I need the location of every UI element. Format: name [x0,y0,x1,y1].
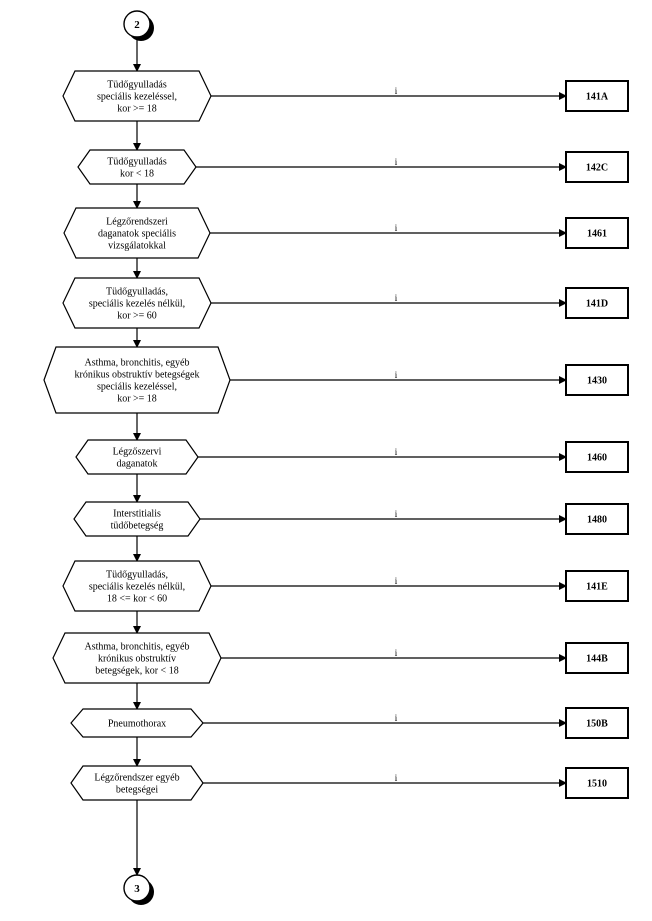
outcome-code: 141D [586,299,608,310]
outcome-1460: 1460 [565,441,629,473]
yes-branch-label: i [395,293,398,303]
decision-text-line: krónikus obstruktív [98,654,176,665]
decision-text-line: Asthma, bronchitis, egyéb [85,358,190,369]
yes-branch-label: i [395,509,398,519]
yes-branch-label: i [395,223,398,233]
decision-text-line: vizsgálatokkal [108,241,166,252]
decision-10: Pneumothorax i 150B [70,707,629,739]
decision-text-line: Tüdőgyulladás [107,80,167,91]
yes-branch-label: i [395,447,398,457]
outcome-141E: 141E [565,570,629,602]
decision-text-line: kor >= 18 [117,104,157,115]
outcome-150B: 150B [565,707,629,739]
decision-text-line: speciális kezelés nélkül, [89,299,185,310]
outcome-code: 150B [586,719,608,730]
outcome-box [565,707,629,739]
outcome-box [565,364,629,396]
decision-text-line: kor >= 60 [117,311,157,322]
outcome-box [565,287,629,319]
outcome-box [565,642,629,674]
decision-text-line: speciális kezelés nélkül, [89,582,185,593]
outcome-141A: 141A [565,80,629,112]
outcome-1480: 1480 [565,503,629,535]
decision-text-line: Tüdőgyulladás [107,157,167,168]
decision-text-line: daganatok speciális [98,229,176,240]
yes-branch-label: i [395,773,398,783]
decision-text-line: betegségei [116,785,158,796]
yes-branch-label: i [395,370,398,380]
outcome-code: 142C [586,163,608,174]
decision-text-line: krónikus obstruktív betegségek [75,370,200,381]
outcome-1461: 1461 [565,217,629,249]
outcome-box [565,767,629,799]
outcome-box [565,80,629,112]
yes-branch-label: i [395,576,398,586]
connector-top-label: 2 [134,19,140,31]
outcome-1510: 1510 [565,767,629,799]
outcome-box [565,151,629,183]
outcome-code: 1480 [587,515,607,526]
decision-text-line: kor < 18 [120,169,154,180]
outcome-box [565,441,629,473]
connector-bottom-label: 3 [134,883,140,895]
yes-branch-label: i [395,648,398,658]
connector-bottom: 3 [123,874,154,905]
outcome-141D: 141D [565,287,629,319]
decision-text-line: speciális kezeléssel, [97,382,177,393]
decision-text-line: speciális kezeléssel, [97,92,177,103]
connector-top: 2 [123,10,154,41]
outcome-code: 141E [586,582,608,593]
decision-text-line: Légzőrendszer egyéb [94,773,179,784]
decision-text-line: Tüdőgyulladás, [106,570,168,581]
outcome-code: 1460 [587,453,607,464]
decision-text-line: Interstitialis [113,509,161,520]
outcome-1430: 1430 [565,364,629,396]
outcome-code: 1510 [587,779,607,790]
outcome-box [565,570,629,602]
outcome-142C: 142C [565,151,629,183]
outcome-code: 141A [586,92,609,103]
yes-branch-label: i [395,713,398,723]
outcome-code: 144B [586,654,608,665]
decision-text-line: daganatok [116,459,157,470]
outcome-box [565,503,629,535]
decision-text-line: Tüdőgyulladás, [106,287,168,298]
outcome-code: 1430 [587,376,607,387]
yes-branch-label: i [395,157,398,167]
decision-text-line: tüdőbetegség [111,521,164,532]
decision-text-line: 18 <= kor < 60 [107,594,167,605]
outcome-144B: 144B [565,642,629,674]
outcome-box [565,217,629,249]
decision-text-line: Légzőszervi [113,447,162,458]
decision-text-line: kor >= 18 [117,394,157,405]
decision-text-line: Pneumothorax [108,719,166,730]
yes-branch-label: i [395,86,398,96]
decision-8: Tüdőgyulladás,speciális kezelés nélkül,1… [62,560,629,612]
decision-text-line: Légzőrendszeri [106,217,168,228]
decision-4: Tüdőgyulladás,speciális kezelés nélkül,k… [62,277,629,329]
decision-text-line: Asthma, bronchitis, egyéb [85,642,190,653]
outcome-code: 1461 [587,229,607,240]
decision-text-line: betegségek, kor < 18 [95,666,178,677]
